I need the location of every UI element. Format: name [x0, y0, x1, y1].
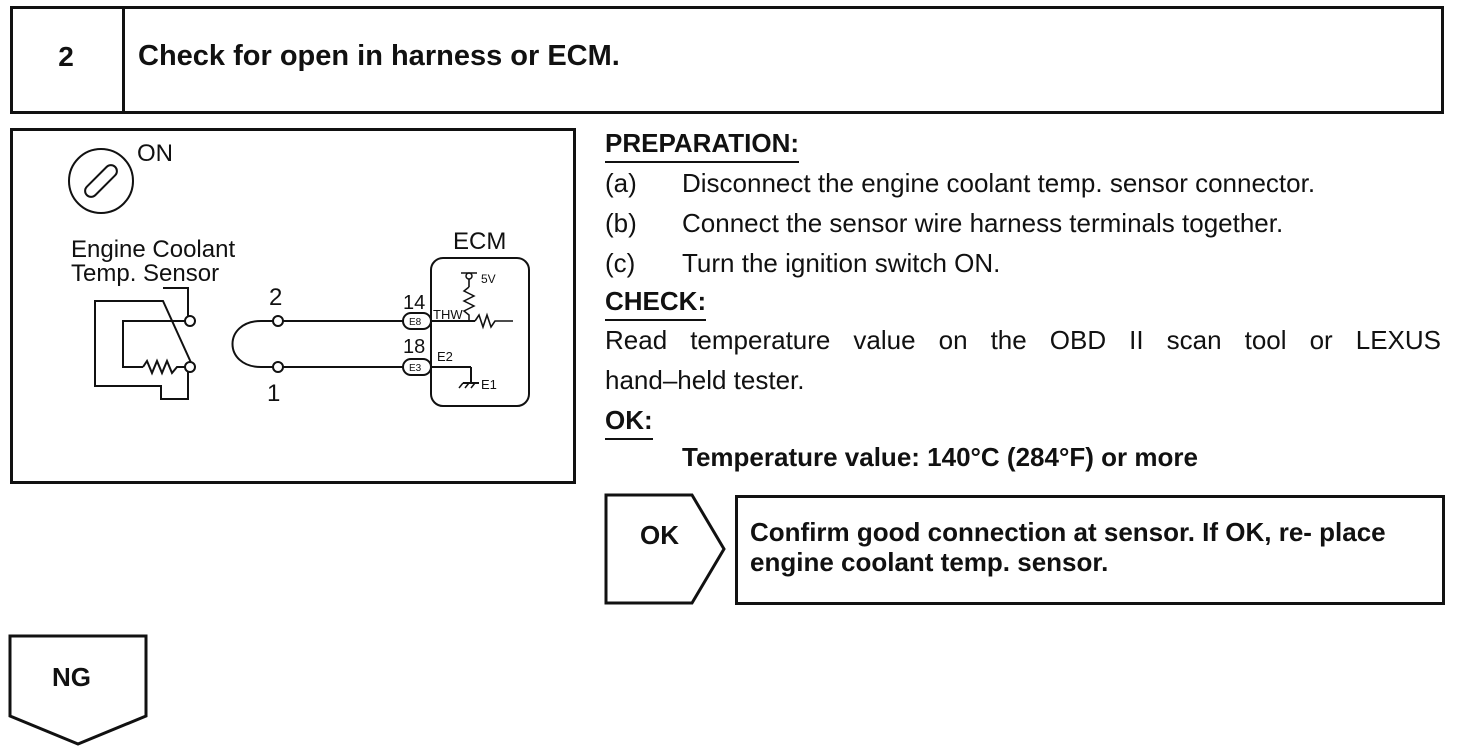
harness-jumper	[231, 320, 275, 368]
ecm-thw-resistor-icon	[474, 312, 513, 330]
ok-action-text: Confirm good connection at sensor. If OK…	[750, 517, 1386, 577]
connector-e8-label: E8	[409, 317, 422, 328]
ok-action-box	[735, 495, 1445, 605]
signal-e2-label: E2	[437, 349, 453, 364]
ok-heading: OK:	[605, 405, 653, 440]
ecm-pin-top-label: 14	[403, 292, 425, 314]
connector-e3-label: E3	[409, 363, 422, 374]
wiring-diagram-svg: ON Engine Coolant Temp. Sensor 2 1 ECM E…	[68, 140, 530, 407]
prep-item-b-text: Connect the sensor wire harness terminal…	[682, 208, 1284, 238]
ecm-box	[430, 257, 530, 407]
check-text-line1: Read temperature value on the OBD II sca…	[605, 325, 1441, 355]
harness-terminal-bottom	[272, 361, 284, 373]
check-heading: CHECK:	[605, 286, 707, 321]
prep-item-c-label: (c)	[605, 248, 636, 278]
ignition-on-label: ON	[137, 140, 173, 167]
preparation-heading: PREPARATION:	[605, 128, 800, 163]
step-number: 2	[58, 41, 74, 72]
ground-hatch-3	[470, 382, 476, 389]
ecm-label: ECM	[453, 228, 506, 255]
harness-terminal-top	[272, 315, 284, 327]
ng-result-label: NG	[52, 662, 91, 692]
ground-hatch-2	[464, 382, 470, 389]
ecm-pin-bottom-label: 18	[403, 336, 425, 358]
ok-arrow-icon	[604, 493, 726, 605]
check-text-line2: hand–held tester.	[605, 365, 805, 395]
step-divider	[122, 6, 125, 112]
sensor-terminal-bottom	[184, 361, 196, 373]
sensor-terminal-top	[184, 315, 196, 327]
ignition-key-icon	[68, 148, 134, 214]
prep-item-b-label: (b)	[605, 208, 637, 238]
ground-hatch-1	[458, 382, 464, 389]
wiring-diagram: ON Engine Coolant Temp. Sensor 2 1 ECM E…	[10, 128, 576, 484]
sensor-pin-top-label: 2	[269, 284, 282, 311]
voltage-label: 5V	[481, 272, 496, 286]
prep-item-a-label: (a)	[605, 168, 637, 198]
ng-arrow-icon	[8, 634, 148, 746]
sensor-label-line1: Engine Coolant	[71, 236, 235, 263]
prep-item-a-text: Disconnect the engine coolant temp. sens…	[682, 168, 1316, 198]
sensor-label-line2: Temp. Sensor	[71, 260, 219, 287]
signal-e1-label: E1	[481, 377, 497, 392]
ecm-5v-terminal	[465, 272, 473, 280]
sensor-resistor-icon	[142, 358, 185, 376]
sensor-body	[94, 287, 195, 400]
signal-thw-label: THW	[433, 307, 463, 322]
sensor-inner-wire	[122, 320, 188, 368]
step-header-box	[10, 6, 1444, 114]
ok-result-label: OK	[640, 520, 679, 550]
sensor-pin-bottom-label: 1	[267, 380, 280, 407]
ok-criteria-value: Temperature value: 140°C (284°F) or more	[682, 442, 1198, 472]
ecm-pullup-resistor-icon	[462, 286, 476, 321]
step-title: Check for open in harness or ECM.	[138, 40, 620, 72]
prep-item-c-text: Turn the ignition switch ON.	[682, 248, 1001, 278]
